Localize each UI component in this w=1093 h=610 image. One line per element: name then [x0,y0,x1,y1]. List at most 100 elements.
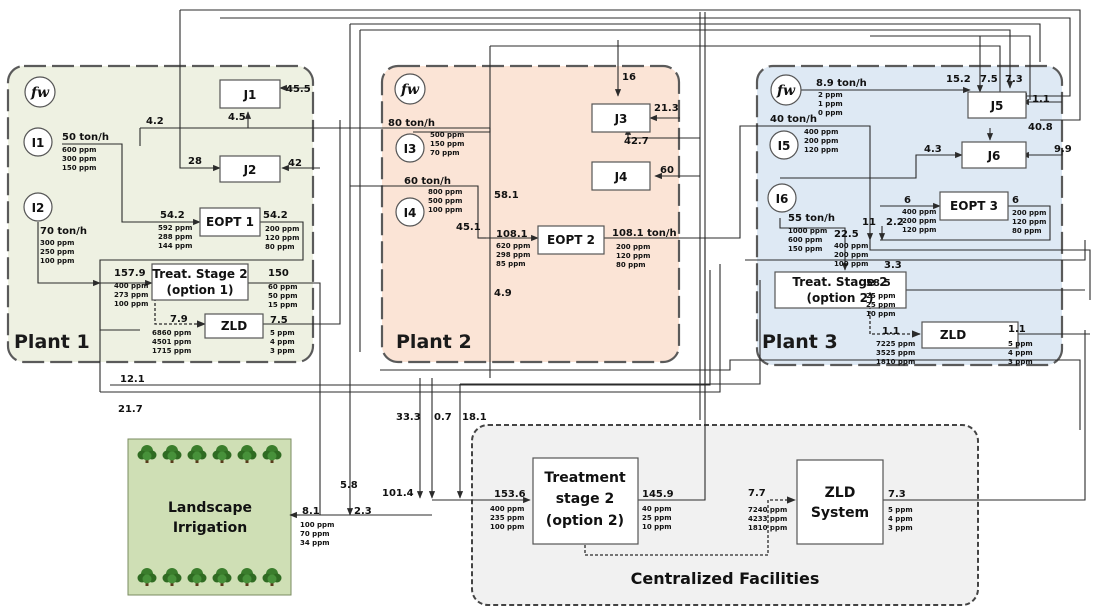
eopt2-in-c3: 85 ppm [496,260,526,268]
cf-out-flow: 145.9 [642,489,674,500]
cf-in-c1: 400 ppm [490,505,524,513]
source-i4-label: I4 [404,206,417,220]
flow-3-3: 3.3 [884,260,902,271]
sink-j5[interactable] [967,91,1027,119]
cfzld-in-c2: 4233 ppm [748,515,787,523]
source-i4[interactable] [395,197,425,227]
i6-c3: 150 ppm [788,245,822,253]
cfzld-out-flow: 7.3 [888,489,906,500]
i6-c1: 1000 ppm [788,227,827,235]
eopt3-out-flow: 6 [1012,195,1019,206]
fw-plant3-label: fw [776,83,796,99]
cf-out-c2: 25 ppm [642,514,672,522]
eopt3-in-c3: 120 ppm [902,226,936,234]
ts2-p1-label-1: Treat. Stage 2 [152,267,247,281]
flow-45-1: 45.1 [456,222,481,233]
source-i5[interactable] [769,130,799,160]
eopt1-in-c1: 592 ppm [158,224,192,232]
ts2-cf-label-3: (option 2) [546,513,624,529]
zld-p1-label: ZLD [221,319,247,333]
source-i2[interactable] [23,192,53,222]
eopt2-out-c3: 80 ppm [616,261,646,269]
network-lines [37,9,1091,556]
flow-1-1: 1.1 [1032,94,1050,105]
flow-4-3: 4.3 [924,144,942,155]
cfzld-out-c2: 4 ppm [888,515,913,523]
flow-4-9: 4.9 [494,288,512,299]
zldp1-out-c1: 5 ppm [270,329,295,337]
source-i3-label: I3 [404,142,417,156]
eopt1-in-c3: 144 ppm [158,242,192,250]
unit-ts2-plant1[interactable] [151,263,249,301]
flow-60: 60 [660,165,674,176]
sink-j3-label: J3 [614,112,628,126]
eopt1-in-c2: 288 ppm [158,233,192,241]
eopt2-out-c1: 200 ppm [616,243,650,251]
zldp3-out-c2: 4 ppm [1008,349,1033,357]
flow-42-7: 42.7 [624,136,649,147]
i5-flow: 40 ton/h [770,114,817,125]
land-in-c3: 34 ppm [300,539,330,547]
flow-7-5: 7.5 [980,74,998,85]
ts2p1-out-c2: 50 ppm [268,292,298,300]
eopt2-in-c2: 298 ppm [496,251,530,259]
zldp3-in-flow: 1.1 [882,326,900,337]
unit-eopt1[interactable] [199,207,261,237]
sink-j6[interactable] [961,141,1027,169]
zldp1-in-flow: 7.9 [170,314,188,325]
sink-j4[interactable] [591,161,651,191]
ts2p3-out-c1: 25 ppm [866,292,896,300]
zldp1-out-c3: 3 ppm [270,347,295,355]
i3-flow: 80 ton/h [388,118,435,129]
i6-flow: 55 ton/h [788,213,835,224]
eopt1-out-c3: 80 ppm [265,243,295,251]
source-i2-label: I2 [32,201,45,215]
eopt2-label: EOPT 2 [547,233,595,247]
flow-15-2: 15.2 [946,74,971,85]
sink-j2[interactable] [219,155,281,183]
eopt3-out-c2: 120 ppm [1012,218,1046,226]
flow-9-9: 9.9 [1054,144,1072,155]
fw-plant1[interactable] [24,76,56,108]
cfzld-out-c3: 3 ppm [888,524,913,532]
source-i6[interactable] [767,183,797,213]
ts2p3-out-c2: 25 ppm [866,301,896,309]
i2-c3: 100 ppm [40,257,74,265]
ts2p1-out-flow: 150 [268,268,289,279]
source-i3[interactable] [395,133,425,163]
zldp3-in-c2: 3525 ppm [876,349,915,357]
eopt1-out-c2: 120 ppm [265,234,299,242]
unit-eopt2[interactable] [537,225,605,255]
unit-zld-plant1[interactable] [204,313,264,339]
eopt1-out-c1: 200 ppm [265,225,299,233]
cfzld-in-flow: 7.7 [748,488,766,499]
cfzld-in-c3: 1810 ppm [748,524,787,532]
zldp3-in-c3: 1810 ppm [876,358,915,366]
cfzld-in-c1: 7240 ppm [748,506,787,514]
source-circles [23,73,802,227]
fw-plant2[interactable] [394,73,426,105]
unit-zld-plant3[interactable] [921,321,1019,349]
sink-j3[interactable] [591,103,651,133]
i3-c3: 70 ppm [430,149,460,157]
flow-12-1: 12.1 [120,374,145,385]
unit-zld-centralized[interactable] [796,459,884,545]
sink-j1-label: J1 [243,88,257,102]
plant-3-name: Plant 3 [762,331,838,353]
landscape-label-1: Landscape [168,500,252,516]
zldp3-out-flow: 1.1 [1008,324,1026,335]
eopt2-out-c2: 120 ppm [616,252,650,260]
source-i1-label: I1 [32,136,45,150]
source-i1[interactable] [23,127,53,157]
i2-c1: 300 ppm [40,239,74,247]
flow-101-4: 101.4 [382,488,414,499]
flow-2-3: 2.3 [354,506,372,517]
i1-c1: 600 ppm [62,146,96,154]
fw-plant3[interactable] [770,74,802,106]
sink-j1[interactable] [219,79,281,109]
eopt3-out-c1: 200 ppm [1012,209,1046,217]
unit-ts2-centralized[interactable] [532,457,639,545]
unit-eopt3[interactable] [939,191,1009,221]
fw3-c2: 1 ppm [818,100,843,108]
unit-ts2-plant3[interactable] [774,271,907,309]
